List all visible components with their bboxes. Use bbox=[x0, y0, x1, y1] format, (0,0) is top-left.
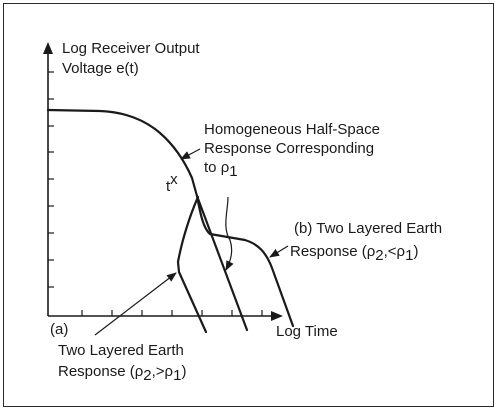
homogeneous-label-to: to bbox=[204, 159, 221, 176]
x-axis-ticks bbox=[81, 310, 263, 316]
y-axis-label-line1: Log Receiver Output bbox=[62, 40, 200, 57]
pointer-homogeneous-to-rho1 bbox=[225, 196, 234, 271]
label-b-rho1: ρ bbox=[397, 243, 406, 260]
label-a-suffix: ) bbox=[181, 363, 186, 380]
label-b-rho2: ρ bbox=[367, 243, 376, 260]
rho1-symbol: ρ bbox=[221, 159, 230, 176]
x-axis-label: Log Time bbox=[276, 323, 338, 340]
label-b-suffix: ) bbox=[413, 243, 418, 260]
label-b-line1: (b) Two Layered Earth bbox=[294, 220, 442, 237]
curve-a-rho2-greater bbox=[176, 195, 208, 334]
homogeneous-label-line2: Response Corresponding bbox=[204, 140, 374, 157]
pointer-a bbox=[94, 272, 177, 336]
pointer-b bbox=[269, 245, 289, 258]
label-b-relation: ,< bbox=[384, 243, 397, 260]
power-law-label: tx bbox=[166, 171, 178, 195]
label-a-marker: (a) bbox=[50, 321, 68, 338]
label-a-prefix: Response ( bbox=[58, 363, 135, 380]
y-axis-arrow-icon bbox=[43, 42, 53, 54]
label-b-prefix: Response ( bbox=[290, 243, 367, 260]
label-a-relation: ,> bbox=[152, 363, 165, 380]
label-a-rho2: ρ bbox=[135, 363, 144, 380]
pointer-homogeneous bbox=[180, 148, 201, 160]
power-law-exponent: x bbox=[170, 171, 178, 188]
label-a-sub2: 2 bbox=[143, 367, 151, 384]
homogeneous-label-line3: to ρ1 bbox=[204, 159, 238, 180]
figure-frame bbox=[3, 3, 494, 407]
y-axis-label-line2: Voltage e(t) bbox=[62, 60, 139, 77]
label-b-sub2: 2 bbox=[375, 247, 383, 264]
label-a-line1: Two Layered Earth bbox=[58, 342, 184, 359]
x-axis-arrow-icon bbox=[271, 311, 283, 321]
label-b-line2: Response (ρ2,<ρ1) bbox=[290, 243, 418, 264]
homogeneous-label-line1: Homogeneous Half-Space bbox=[204, 121, 380, 138]
label-a-line2: Response (ρ2,>ρ1) bbox=[58, 363, 186, 384]
curve-b-rho2-less bbox=[195, 194, 295, 328]
homogeneous-halfspace-curve bbox=[46, 108, 249, 332]
power-law-base: t bbox=[166, 178, 171, 195]
label-b-sub1: 1 bbox=[405, 247, 413, 264]
label-a-rho1: ρ bbox=[165, 363, 174, 380]
y-axis-ticks bbox=[48, 71, 54, 288]
rho1-subscript: 1 bbox=[229, 163, 237, 180]
label-a-sub1: 1 bbox=[173, 367, 181, 384]
